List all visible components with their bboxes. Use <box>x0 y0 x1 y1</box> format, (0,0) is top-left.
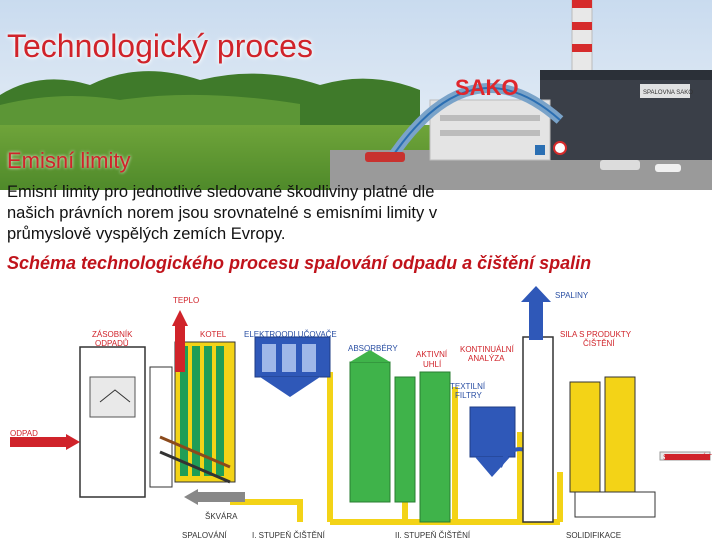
label-kotel: KOTEL <box>200 330 227 339</box>
label-aktivni: AKTIVNÍ <box>416 350 448 359</box>
label-elektroodlucovace: ELEKTROODLUČOVAČE <box>244 330 337 339</box>
solidification-plant <box>570 377 710 517</box>
building-sign: SPALOVNA SAKO <box>643 90 693 96</box>
stage-spalovani: SPALOVÁNÍ <box>182 531 228 540</box>
label-solidifikat: SOLIDIFIKÁT <box>663 453 712 462</box>
stage-stupen-1: I. STUPEŇ ČIŠTĚNÍ <box>252 531 326 540</box>
slide-title: Technologický proces <box>7 28 313 65</box>
label-kontinualni: KONTINUÁLNÍ <box>460 345 515 354</box>
label-odpad: ODPAD <box>10 429 38 438</box>
stage-stupen-2: II. STUPEŇ ČIŠTĚNÍ <box>395 531 471 540</box>
label-filtry: FILTRY <box>455 391 482 400</box>
waste-bunker <box>80 347 172 497</box>
electrostatic-precipitator <box>255 337 330 397</box>
slide-subtitle: Emisní limity <box>7 148 130 174</box>
schema-title: Schéma technologického procesu spalování… <box>7 253 591 274</box>
label-uhli: UHLÍ <box>423 360 442 369</box>
label-sila: SILA S PRODUKTY <box>560 330 632 339</box>
process-schema-drawing: TEPLO ZÁSOBNÍK ODPADŮ KOTEL ELEKTROODLUČ… <box>0 282 720 540</box>
label-absorbery: ABSORBÉRY <box>348 344 398 353</box>
label-textilni: TEXTILNÍ <box>450 382 486 391</box>
label-teplo: TEPLO <box>173 296 199 305</box>
stack <box>521 286 553 522</box>
label-analyza: ANALÝZA <box>468 354 505 363</box>
label-skvara: ŠKVÁRA <box>205 512 238 521</box>
heat-arrowhead <box>172 310 188 326</box>
label-spaliny: SPALINY <box>555 291 589 300</box>
emission-limits-text: Emisní limity pro jednotlivé sledované š… <box>7 182 477 245</box>
label-zasobnik: ZÁSOBNÍK <box>92 330 133 339</box>
process-schema: TEPLO ZÁSOBNÍK ODPADŮ KOTEL ELEKTROODLUČ… <box>0 282 720 540</box>
label-odpadu: ODPADŮ <box>95 339 129 348</box>
stage-solidifikace: SOLIDIFIKACE <box>566 531 621 540</box>
absorbers <box>350 350 450 522</box>
label-cisteni: ČIŠTĚNÍ <box>583 339 615 348</box>
photo-sign-text: SAKO <box>455 75 519 100</box>
